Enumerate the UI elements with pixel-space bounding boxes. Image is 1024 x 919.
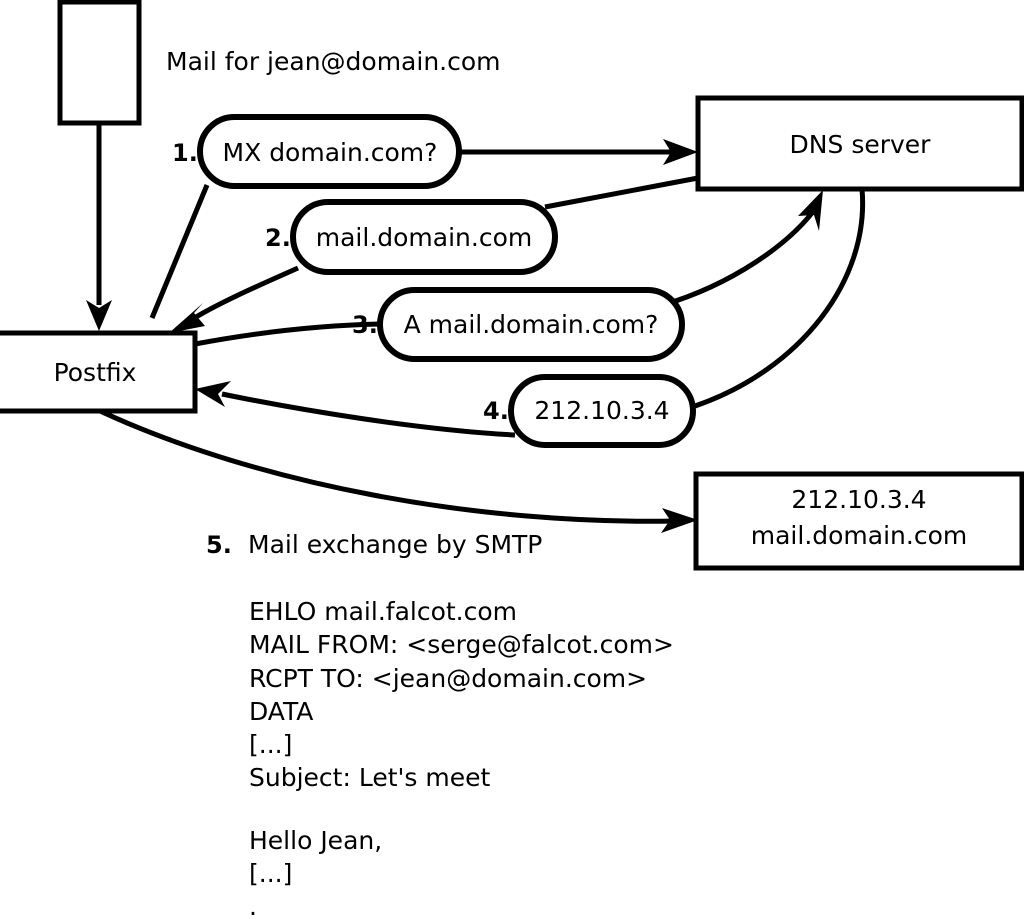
smtp-line-9: [...] bbox=[249, 859, 292, 888]
smtp-line-6: Subject: Let's meet bbox=[249, 763, 490, 792]
smtp-line-1: EHLO mail.falcot.com bbox=[249, 597, 517, 626]
step-pill-1 bbox=[197, 114, 462, 189]
edge-postfix-to-destination bbox=[98, 408, 676, 524]
arrowhead-step2-to-postfix bbox=[169, 303, 205, 333]
edge-postfix-to-step1 bbox=[149, 184, 210, 319]
edge-postfix-to-step3 bbox=[194, 321, 382, 347]
smtp-line-3: RCPT TO: <jean@domain.com> bbox=[249, 664, 647, 693]
postfix-label: Postfix bbox=[54, 358, 137, 387]
dns-server-box bbox=[695, 95, 1024, 192]
arrowhead-sender-to-postfix bbox=[86, 300, 112, 331]
arrowhead-step1-to-dns bbox=[663, 139, 698, 165]
postfix-box bbox=[0, 330, 198, 414]
destination-label-line2: mail.domain.com bbox=[751, 521, 967, 550]
step-label-1: MX domain.com? bbox=[223, 138, 438, 167]
step-number-4: 4. bbox=[483, 397, 509, 425]
step-pill-3 bbox=[377, 287, 685, 362]
smtp-line-2: MAIL FROM: <serge@falcot.com> bbox=[249, 630, 674, 659]
edge-step2-to-postfix bbox=[194, 265, 300, 320]
arrowhead-step4-to-postfix bbox=[195, 381, 231, 407]
smtp-transcript: EHLO mail.falcot.com MAIL FROM: <serge@f… bbox=[249, 597, 674, 919]
edge-dns-to-step4 bbox=[694, 188, 866, 409]
sender-box bbox=[57, 0, 142, 126]
step-pill-2 bbox=[290, 199, 558, 275]
page-caption: Mail for jean@domain.com bbox=[166, 47, 501, 76]
smtp-line-10: . bbox=[249, 892, 257, 919]
destination-box bbox=[693, 471, 1024, 571]
destination-label-line1: 212.10.3.4 bbox=[791, 485, 926, 514]
smtp-line-8: Hello Jean, bbox=[249, 826, 382, 855]
step-label-5: Mail exchange by SMTP bbox=[248, 530, 542, 559]
arrowhead-step3-to-dns bbox=[798, 190, 823, 231]
step-number-5: 5. bbox=[206, 531, 232, 559]
step-label-4: 212.10.3.4 bbox=[534, 396, 669, 425]
step-number-1: 1. bbox=[172, 139, 198, 167]
step-number-3: 3. bbox=[352, 311, 378, 339]
smtp-line-5: [...] bbox=[249, 730, 292, 759]
edge-step4-to-postfix bbox=[221, 391, 516, 438]
arrowhead-postfix-to-destination bbox=[661, 508, 698, 533]
step-label-2: mail.domain.com bbox=[316, 223, 532, 252]
dns-server-label: DNS server bbox=[790, 130, 932, 159]
edge-dns-to-step2 bbox=[544, 175, 699, 210]
step-number-2: 2. bbox=[265, 224, 291, 252]
step-pill-4 bbox=[508, 374, 696, 448]
step-label-3: A mail.domain.com? bbox=[404, 310, 659, 339]
edge-step3-to-dns bbox=[662, 203, 821, 308]
smtp-line-4: DATA bbox=[249, 697, 313, 726]
